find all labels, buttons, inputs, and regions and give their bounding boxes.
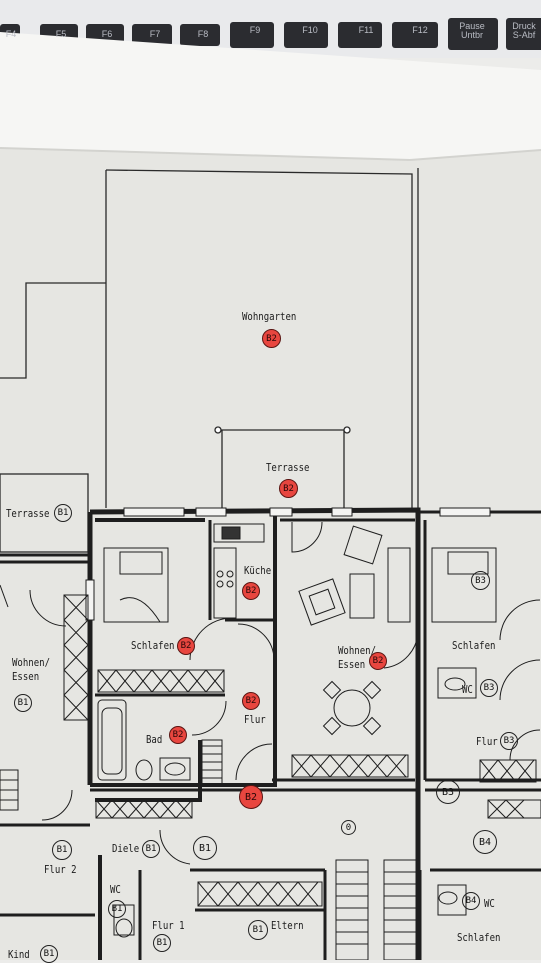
- left-fixtures: [0, 584, 19, 811]
- label-schlafen-right-lower: Schlafen: [457, 931, 501, 944]
- key-f9: F9: [249, 25, 261, 35]
- key-f6: F6: [101, 29, 113, 39]
- tag-b1-hall: B1: [193, 836, 217, 860]
- bathroom-fixtures: [97, 667, 477, 938]
- key-f7: F7: [149, 29, 161, 39]
- key-druck: Druck S-Abf: [512, 21, 536, 41]
- label-flur-right: Flur: [476, 735, 498, 748]
- label-schlafen-right: Schlafen: [452, 639, 496, 652]
- garden-outlines: [0, 168, 419, 510]
- tag-b2-kueche: B2: [242, 582, 260, 600]
- label-terrasse-left: Terrasse: [6, 507, 50, 520]
- tag-zero: 0: [341, 820, 356, 835]
- kitchen-units: [213, 523, 265, 619]
- tag-b2-flur: B2: [242, 692, 260, 710]
- terrace-outline: [214, 426, 351, 508]
- tag-b3-stair: B3: [436, 780, 460, 804]
- tag-b2-terrasse: B2: [279, 479, 298, 498]
- tag-b1-terrasse-left: B1: [54, 504, 72, 522]
- tag-b3-schlafen: B3: [471, 571, 490, 590]
- tag-b2-bad: B2: [169, 726, 187, 744]
- label-wc-left: WC: [110, 883, 121, 896]
- tag-b3-wc: B3: [480, 679, 498, 697]
- label-kueche: Küche: [244, 564, 272, 577]
- key-f11: F11: [358, 25, 374, 35]
- living-furniture: [298, 525, 411, 736]
- label-diele: Diele: [112, 842, 140, 855]
- label-eltern: Eltern: [271, 919, 304, 932]
- label-wc-right: WC: [462, 683, 473, 696]
- tag-b2-entrance: B2: [239, 785, 263, 809]
- tag-b1-flur2: B1: [52, 840, 72, 860]
- tag-b1-wohnen-left: B1: [14, 694, 32, 712]
- key-f4: F4: [5, 29, 17, 39]
- label-wohngarten: Wohngarten: [242, 310, 297, 323]
- label-wohnen-essen-center: Wohnen/ Essen: [338, 644, 377, 671]
- label-flur1: Flur 1: [152, 919, 185, 932]
- key-f8: F8: [197, 29, 209, 39]
- key-f12: F12: [412, 25, 428, 35]
- label-flur-center: Flur: [244, 713, 266, 726]
- windows: [85, 507, 491, 621]
- label-kind: Kind: [8, 948, 30, 961]
- tag-b2-schlafen: B2: [177, 637, 195, 655]
- tag-b3-flur: B3: [500, 732, 518, 750]
- tag-b1-kind: B1: [40, 945, 58, 963]
- label-bad: Bad: [146, 733, 163, 746]
- tag-b1-diele: B1: [142, 840, 160, 858]
- wardrobes: [63, 594, 541, 907]
- label-flur2: Flur 2: [44, 863, 77, 876]
- tag-b1-flur1: B1: [153, 934, 171, 952]
- tag-b4-wc: B4: [462, 892, 480, 910]
- tag-b1-wc-left: B1: [108, 900, 126, 918]
- tag-b1-eltern: B1: [248, 920, 268, 940]
- tag-b2-wohnen: B2: [369, 652, 387, 670]
- tag-b4-stair: B4: [473, 830, 497, 854]
- beds: [103, 547, 497, 623]
- label-wohnen-essen-left: Wohnen/ Essen: [12, 656, 51, 683]
- tag-b2-wohngarten: B2: [262, 329, 281, 348]
- label-schlafen-center: Schlafen: [131, 639, 175, 652]
- key-f10: F10: [302, 25, 318, 35]
- key-f5: F5: [55, 29, 67, 39]
- plan-area: [0, 148, 541, 960]
- keyboard-keys: [0, 18, 541, 50]
- label-terrasse-center: Terrasse: [266, 461, 310, 474]
- label-wc-right-lower: WC: [484, 897, 495, 910]
- stairwell: [335, 859, 417, 960]
- key-pause: Pause Untbr: [459, 21, 485, 41]
